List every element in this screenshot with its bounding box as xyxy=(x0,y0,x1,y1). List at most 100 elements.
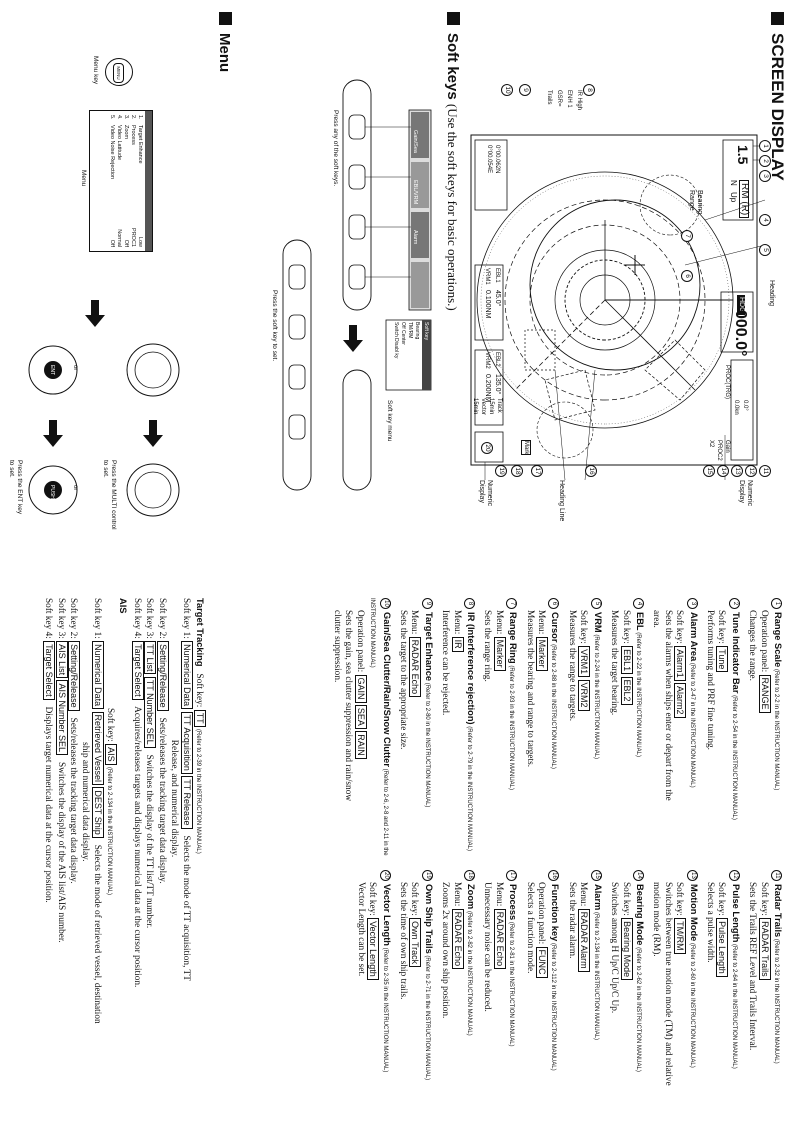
softkey-menu-header: Soft key xyxy=(423,322,429,341)
key-label: Setting/Release xyxy=(67,641,80,711)
menu-item-text: Zoom xyxy=(123,125,129,140)
item-reference: (Refer to 2-93 in the INSTRUCTION MANUAL… xyxy=(508,663,515,791)
menu-item-text: Video Latitude xyxy=(116,125,122,161)
key-label: Alarm1 xyxy=(674,646,687,681)
item-reference: (Refer to 2-82 in the INSTRUCTION MANUAL… xyxy=(466,909,473,1036)
item-line: Measures the target bearing. xyxy=(609,610,620,716)
menu-item-text: Normal xyxy=(116,229,122,247)
key-label: VRM1 xyxy=(578,646,591,678)
numeric-display-bottom-label: Numeric Display xyxy=(478,480,493,507)
item-reference: (Refer to 2-134 in the INSTRUCTION MANUA… xyxy=(592,910,599,1041)
ir-label: IR High xyxy=(576,90,582,111)
callout-6: 6 xyxy=(681,270,693,282)
item-reference: (Refer to 2-22 in the INSTRUCTION MANUAL… xyxy=(634,630,641,757)
tt-row: Soft key 1: Numerical Data TT Acquisitio… xyxy=(180,598,193,981)
item-line: Soft key: Bearing Mode xyxy=(619,870,633,1120)
item-line: Sets the range ring. xyxy=(482,610,493,682)
item-5: 5VRM (Refer to 2-24 in the INSTRUCTION M… xyxy=(566,598,603,858)
item-reference: (Refer to 2-71 in the INSTRUCTION MANUAL… xyxy=(423,953,430,1081)
item-number: 4 xyxy=(632,598,644,609)
description-column-1: 1Range Scale (Refer to 2-2 in the INSTRU… xyxy=(326,598,783,858)
tt-heading: Target Tracking Soft key: TT (Refer to 2… xyxy=(194,598,206,854)
item-3: 3Alarm Area (Refer to 2-47 in the INSTRU… xyxy=(650,598,699,858)
softkeys-title: Soft keys (Use the soft keys for basic o… xyxy=(444,12,461,311)
item-line: motion mode (RM). xyxy=(651,882,662,957)
menu-item-text: 2. xyxy=(130,115,136,120)
item-line: Menu: IR xyxy=(450,598,464,858)
enh-label: ENH 1 xyxy=(566,90,572,108)
item-line: Selects a function mode. xyxy=(524,882,535,974)
item-line: Vector Length can be set. xyxy=(355,882,366,977)
vrm1-value: 0.100NM xyxy=(484,290,491,319)
item-title: Vector Length xyxy=(381,884,392,946)
key-label: Tune xyxy=(716,646,729,673)
item-20: 20Vector Length (Refer to 2-35 in the IN… xyxy=(354,870,392,1120)
track-label: Track xyxy=(496,398,502,413)
item-reference: (Refer to 2-112 in the INSTRUCTION MANUA… xyxy=(550,941,557,1071)
callout-5: 5 xyxy=(759,244,771,256)
key-label: Numerical Data xyxy=(91,641,104,710)
ent-glyph: ENT xyxy=(49,365,55,375)
ebl2-value: 135.0° xyxy=(494,374,501,395)
mode-up: Up xyxy=(729,192,738,203)
item-17: 17Process (Refer to 2-81 in the INSTRUCT… xyxy=(481,870,518,1120)
key-label: TT Number SEL xyxy=(144,676,157,748)
item-reference: (Refer to 2-81 in the INSTRUCTION MANUAL… xyxy=(508,920,515,1047)
key-label: RADAR Echo xyxy=(451,908,464,970)
spd2-value: 0.0kn xyxy=(733,400,739,415)
key-label: RAIN xyxy=(354,731,367,759)
item-title: Own Ship Trails xyxy=(423,884,434,954)
key-label: AIS Number SEL xyxy=(55,680,68,756)
item-line: Measures the bearing and range to target… xyxy=(524,610,535,768)
mark-label: Mark xyxy=(521,440,531,456)
press-multi-note: Press the MULTI control to set. xyxy=(102,460,117,530)
key-label: Target Select xyxy=(43,641,56,700)
ebl1-value: 45.0° xyxy=(494,290,501,307)
item-number: 15 xyxy=(590,870,602,881)
menu-item-text: 3. xyxy=(123,115,129,120)
track-value: 15min xyxy=(488,398,494,415)
key-label: TM/RM xyxy=(674,918,687,954)
gsr-label: GSR= xyxy=(556,90,562,107)
callout-13: 13 xyxy=(731,465,743,477)
item-line: Sets the gain, sea clutter suppression a… xyxy=(343,610,354,802)
menu-key-button[interactable]: MENU xyxy=(105,58,133,86)
intro-softkey: Soft key: AIS xyxy=(105,708,118,765)
softkey-menu-label: Soft key menu xyxy=(386,400,393,442)
key-label: Numerical Data xyxy=(180,641,193,710)
item-line: Soft key: TM/RM xyxy=(673,870,687,1120)
item-number: 3 xyxy=(686,598,698,609)
item-title: VRM xyxy=(592,612,603,633)
key-label: DEST Ship xyxy=(91,787,104,838)
item-title: Alarm Area xyxy=(688,612,699,662)
tile-range: Range xyxy=(412,80,418,97)
item-line: Soft key: EBL1 EBL2 xyxy=(619,598,633,858)
bearing-range-label: Bearing Range xyxy=(688,190,703,215)
callout-9: 9 xyxy=(519,84,531,96)
item-number: 14 xyxy=(632,870,644,881)
key-label: RADAR Echo xyxy=(493,908,506,970)
callout-12: 12 xyxy=(745,465,757,477)
item-line: Selects a pulse width. xyxy=(704,882,715,963)
item-reference: (Refer to 2-62 in the INSTRUCTION MANUAL… xyxy=(634,945,641,1072)
item-number: 6 xyxy=(548,598,560,609)
menu-item-text: Off xyxy=(123,239,129,247)
menu-item-text: 1. xyxy=(137,115,143,120)
press-any-note: Press any of the soft keys. xyxy=(332,110,339,187)
ebl2-label: EBL2 xyxy=(494,352,500,367)
menu-item-text: PROC1 xyxy=(130,228,136,247)
item-title: Target Enhance xyxy=(423,612,434,682)
key-label: Alarm2 xyxy=(674,683,687,718)
item-13: 13Motion Mode (Refer to 2-60 in the INST… xyxy=(650,870,699,1120)
menu-item-text: Low xyxy=(137,236,143,247)
key-label: Own Track xyxy=(409,918,422,968)
item-line: Measures the range to targets. xyxy=(566,610,577,722)
item-reference: (Refer to 2-47 in the INSTRUCTION MANUAL… xyxy=(688,661,695,788)
item-title: IR (Interference rejection) xyxy=(466,612,477,725)
proc-label: PROC(TRG) xyxy=(724,365,730,399)
